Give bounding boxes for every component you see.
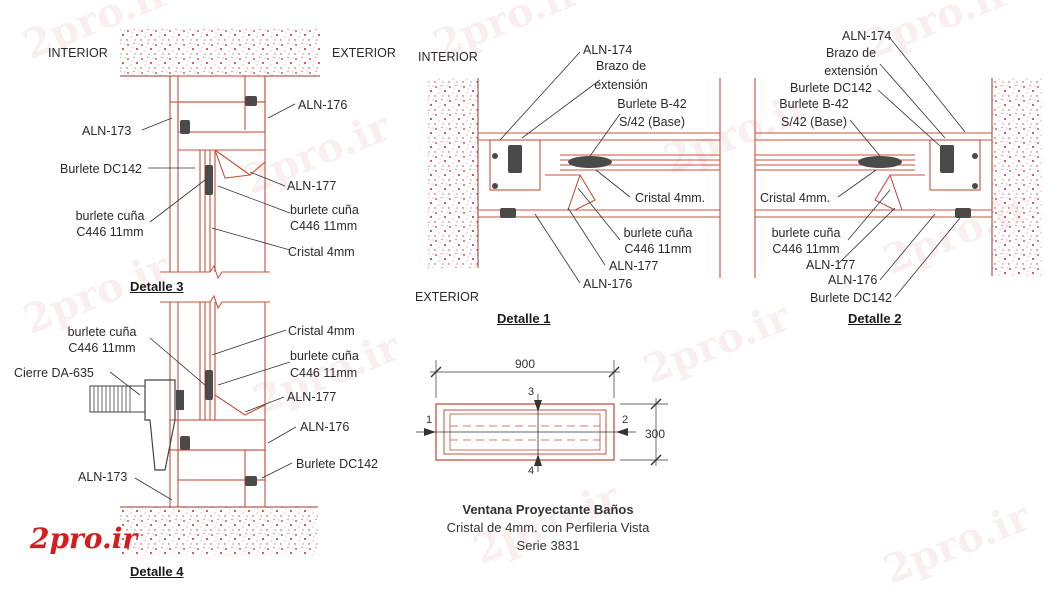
label-burlete-dc142: Burlete DC142 bbox=[810, 291, 892, 305]
section-mark-1: 1 bbox=[426, 414, 433, 426]
label-aln-176: ALN-176 bbox=[298, 98, 348, 112]
label-brazo-extension: extensión bbox=[594, 78, 648, 92]
detalle-2-title: Detalle 2 bbox=[848, 311, 902, 326]
label-burlete-b42-base: S/42 (Base) bbox=[780, 115, 847, 129]
detalle-3-title: Detalle 3 bbox=[130, 279, 184, 294]
label-burlete-cuna-spec: C446 11mm bbox=[290, 219, 358, 233]
window-elevation bbox=[416, 360, 668, 472]
label-burlete-cuna-spec: C446 11mm bbox=[68, 341, 136, 355]
exterior-label: EXTERIOR bbox=[415, 290, 479, 304]
label-aln-176: ALN-176 bbox=[583, 277, 633, 291]
section-mark-4: 4 bbox=[528, 465, 535, 477]
wall-detalle2 bbox=[992, 78, 1042, 276]
dimension-width: 900 bbox=[515, 357, 536, 371]
label-cristal: Cristal 4mm bbox=[288, 324, 355, 338]
label-burlete-cuna: burlete cuña bbox=[290, 203, 359, 217]
label-cierre: Cierre DA-635 bbox=[14, 366, 94, 380]
label-burlete-b42: Burlete B-42 bbox=[779, 97, 849, 111]
section-mark-2: 2 bbox=[622, 414, 629, 426]
dimension-height: 300 bbox=[645, 427, 666, 441]
title-block-series: Serie 3831 bbox=[516, 538, 580, 553]
label-aln-176: ALN-176 bbox=[828, 273, 878, 287]
label-brazo: Brazo de bbox=[595, 59, 647, 73]
detalle-1-title: Detalle 1 bbox=[497, 311, 551, 326]
label-cristal: Cristal 4mm bbox=[288, 245, 355, 259]
label-aln-173: ALN-173 bbox=[78, 470, 128, 484]
leader-lines-left bbox=[109, 103, 297, 501]
label-burlete-cuna: burlete cuña bbox=[623, 226, 693, 240]
concrete-slab-bottom bbox=[120, 507, 318, 555]
title-block-description: Cristal de 4mm. con Perfileria Vista bbox=[446, 520, 650, 535]
label-burlete-cuna-spec: C446 11mm bbox=[624, 242, 692, 256]
exterior-label: EXTERIOR bbox=[332, 46, 396, 60]
label-burlete-b42-base: S/42 (Base) bbox=[618, 115, 685, 129]
label-cristal: Cristal 4mm. bbox=[635, 191, 706, 205]
gasket-detalle3 bbox=[180, 96, 257, 195]
gasket-detalle1 bbox=[492, 145, 612, 218]
interior-label: INTERIOR bbox=[418, 50, 478, 64]
label-burlete-dc142: Burlete DC142 bbox=[60, 162, 142, 176]
title-block-name: Ventana Proyectante Baños bbox=[462, 502, 634, 517]
frame-profile-detalle3 bbox=[169, 75, 266, 272]
label-aln-177: ALN-177 bbox=[609, 259, 659, 273]
interior-label: INTERIOR bbox=[48, 46, 108, 60]
label-aln-174: ALN-174 bbox=[583, 43, 633, 57]
label-burlete-cuna-spec: C446 11mm bbox=[290, 366, 358, 380]
label-brazo-extension: extensión bbox=[824, 64, 878, 78]
label-burlete-dc142: Burlete DC142 bbox=[296, 457, 378, 471]
label-brazo: Brazo de bbox=[825, 46, 877, 60]
label-burlete-cuna: burlete cuña bbox=[290, 349, 359, 363]
label-burlete-cuna-spec: C446 11mm bbox=[772, 242, 840, 256]
gasket-detalle2 bbox=[858, 145, 978, 218]
label-aln-177: ALN-177 bbox=[287, 179, 337, 193]
label-aln-173: ALN-173 bbox=[82, 124, 132, 138]
section-mark-3: 3 bbox=[528, 386, 535, 398]
wall-detalle1 bbox=[428, 78, 478, 268]
concrete-slab-top bbox=[120, 28, 320, 76]
label-burlete-cuna: burlete cuña bbox=[75, 209, 145, 223]
label-burlete-cuna-spec: C446 11mm bbox=[76, 225, 144, 239]
label-burlete-cuna: burlete cuña bbox=[771, 226, 841, 240]
label-aln-176: ALN-176 bbox=[300, 420, 350, 434]
leader-lines-detalle2 bbox=[837, 37, 966, 298]
label-burlete-b42: Burlete B-42 bbox=[617, 97, 687, 111]
label-burlete-dc142: Burlete DC142 bbox=[790, 81, 872, 95]
label-burlete-cuna: burlete cuña bbox=[67, 325, 137, 339]
logo: 2pro.ir bbox=[30, 522, 138, 555]
cierre-handle bbox=[89, 370, 257, 486]
leader-lines-detalle1 bbox=[499, 51, 631, 284]
label-aln-174: ALN-174 bbox=[842, 29, 892, 43]
label-aln-177: ALN-177 bbox=[287, 390, 337, 404]
label-cristal: Cristal 4mm. bbox=[760, 191, 831, 205]
detalle-4-title: Detalle 4 bbox=[130, 564, 184, 579]
label-aln-177: ALN-177 bbox=[806, 258, 856, 272]
